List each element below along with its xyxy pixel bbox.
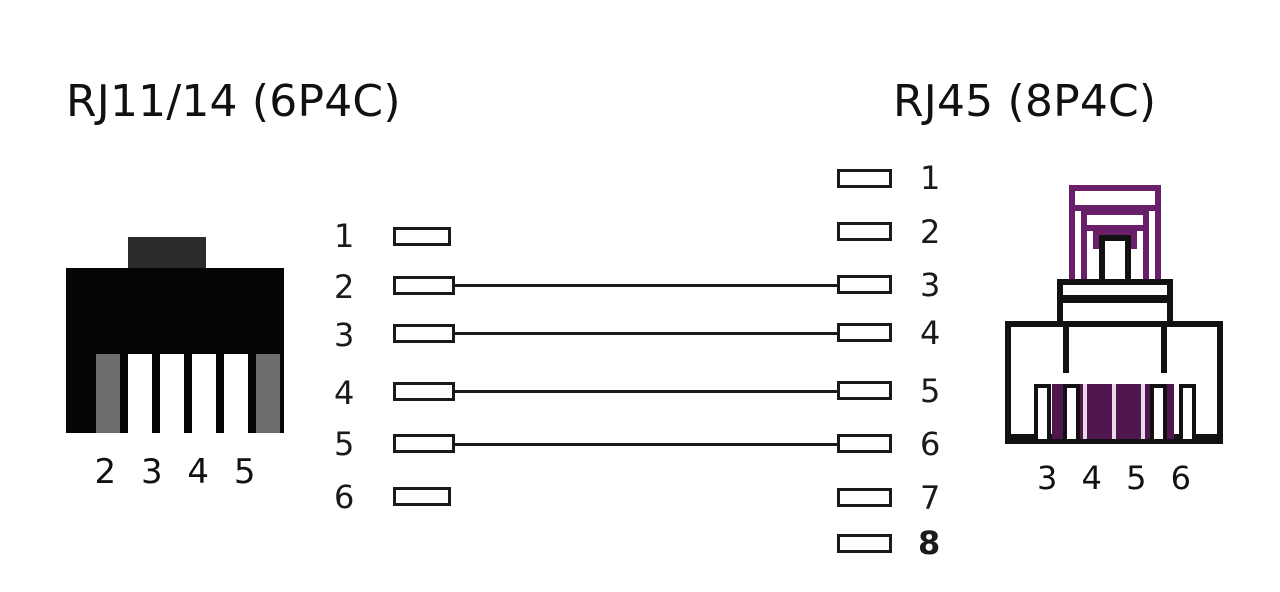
rj45-contact-gap-a <box>1083 384 1087 440</box>
left-pin-contact-6[interactable] <box>393 487 451 506</box>
left-pin-label-1: 1 <box>334 217 355 255</box>
right-pin-contact-7[interactable] <box>837 488 892 507</box>
rj45-clip-mid <box>1081 209 1149 231</box>
right-pin-contact-4[interactable] <box>837 323 892 342</box>
left-pin-label-2: 2 <box>334 268 355 306</box>
right-connector-title: RJ45 (8P4C) <box>893 76 1157 127</box>
rj11-slot-3 <box>160 354 184 433</box>
right-pin-contact-1[interactable] <box>837 169 892 188</box>
right-pin-label-2: 2 <box>920 213 941 251</box>
rj11-latch-tab <box>128 237 206 269</box>
right-pin-contact-8[interactable] <box>837 534 892 553</box>
rj45-connector-illustration <box>1005 185 1223 444</box>
wire-l3-r4 <box>452 332 840 335</box>
right-pin-label-6: 6 <box>920 425 941 463</box>
rj45-pin-caption: 3 4 5 6 <box>1037 459 1198 497</box>
left-pin-contact-4[interactable] <box>393 382 455 401</box>
rj45-slot-1 <box>1034 384 1051 440</box>
rj11-slot-2 <box>128 354 152 433</box>
rj45-contact-gap-c <box>1141 384 1145 440</box>
rj45-clip-mid-arms <box>1081 225 1149 281</box>
rj45-slot-7 <box>1150 384 1167 440</box>
rj11-connector-illustration <box>66 237 284 433</box>
rj11-slot-6 <box>256 354 280 433</box>
rj45-clip-outer <box>1069 185 1161 211</box>
rj45-shoulder-right <box>1161 321 1223 379</box>
wire-l5-r6 <box>452 443 840 446</box>
rj45-slot-4 <box>1121 384 1138 440</box>
left-pin-label-6: 6 <box>334 478 355 516</box>
rj11-slot-5 <box>224 354 248 433</box>
rj45-contact-gap-b <box>1112 384 1116 440</box>
left-pin-label-4: 4 <box>334 374 355 412</box>
rj45-clip-outer-arms <box>1069 205 1161 281</box>
wire-l2-r3 <box>452 284 840 287</box>
right-pin-label-3: 3 <box>920 266 941 304</box>
wire-l4-r5 <box>452 390 840 393</box>
rj45-neck-lower <box>1057 297 1173 327</box>
rj11-housing <box>66 268 284 433</box>
left-pin-contact-5[interactable] <box>393 434 455 453</box>
right-pin-contact-5[interactable] <box>837 381 892 400</box>
rj45-contact-band <box>1005 382 1223 444</box>
right-pin-contact-3[interactable] <box>837 275 892 294</box>
rj11-pin-caption: 2 3 4 5 <box>94 452 263 492</box>
left-pin-label-3: 3 <box>334 316 355 354</box>
left-pin-contact-3[interactable] <box>393 324 455 343</box>
left-pin-contact-2[interactable] <box>393 276 455 295</box>
left-pin-contact-1[interactable] <box>393 227 451 246</box>
rj45-slot-3 <box>1092 384 1109 440</box>
right-pin-label-4: 4 <box>920 314 941 352</box>
rj11-slot-4 <box>192 354 216 433</box>
right-pin-contact-2[interactable] <box>837 222 892 241</box>
rj11-slot-1 <box>96 354 120 433</box>
right-pin-label-1: 1 <box>920 159 941 197</box>
rj45-shoulder-left <box>1005 321 1069 379</box>
rj45-base-edge <box>1005 439 1223 444</box>
rj45-slot-8 <box>1179 384 1196 440</box>
left-pin-label-5: 5 <box>334 425 355 463</box>
left-connector-title: RJ11/14 (6P4C) <box>66 76 401 127</box>
right-pin-label-8: 8 <box>918 524 941 562</box>
right-pin-label-5: 5 <box>920 372 941 410</box>
right-pin-contact-6[interactable] <box>837 434 892 453</box>
right-pin-label-7: 7 <box>920 479 941 517</box>
rj45-slot-2 <box>1063 384 1080 440</box>
